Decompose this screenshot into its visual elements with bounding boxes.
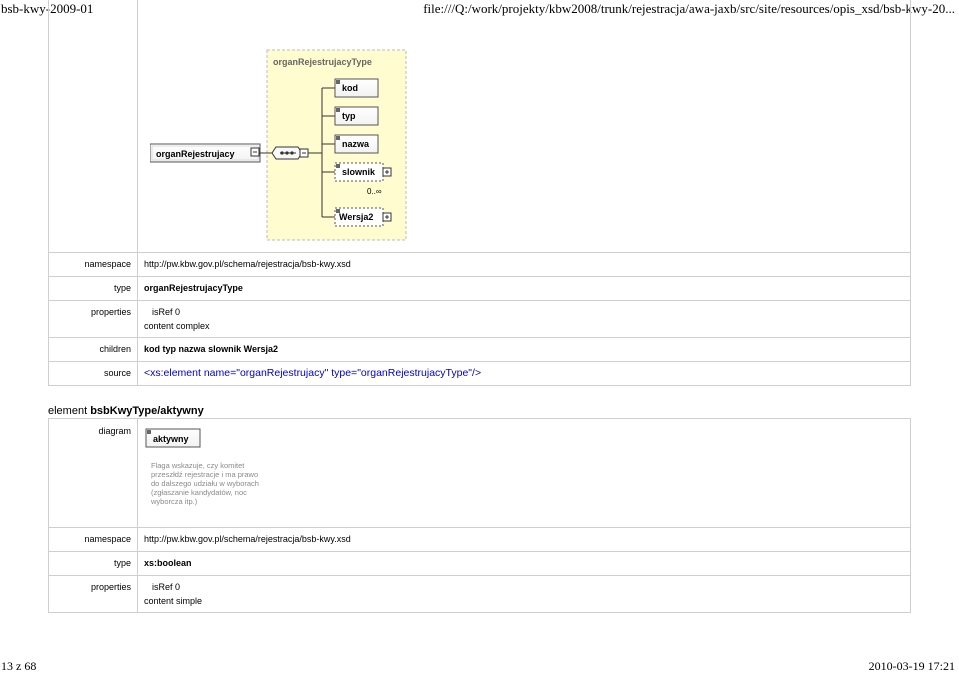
annotation-text: Flaga wskazuje, czy komitet przeszłdź re… (151, 461, 259, 506)
source-label: source (48, 361, 138, 386)
schema-diagram: organRejestrujacyType organRejestrujacy (150, 49, 407, 241)
child-typ-box (334, 106, 379, 126)
namespace-label: namespace (48, 527, 138, 552)
source-row: source <xs:element name="organRejestruja… (48, 361, 911, 386)
namespace-value: http://pw.kbw.gov.pl/schema/rejestracja/… (137, 527, 911, 552)
properties-label: properties (48, 575, 138, 613)
type-label: type (48, 276, 138, 301)
diagram-row: organRejestrujacyType organRejestrujacy (48, 0, 911, 253)
children-label: children (48, 337, 138, 362)
source-code: <xs:element name="organRejestrujacy" typ… (137, 361, 911, 386)
child-link-typ[interactable]: typ (162, 344, 177, 354)
child-kod-box (334, 78, 379, 98)
property-content: content complex (144, 321, 210, 331)
child-slownik-label: slownik (342, 167, 376, 177)
child-link-slownik[interactable]: slownik (208, 344, 242, 354)
namespace-row: namespace http://pw.kbw.gov.pl/schema/re… (48, 252, 911, 277)
root-element-label: organRejestrujacy (156, 149, 235, 159)
element-aktywny-label: aktywny (153, 434, 189, 444)
diagram-row: diagram aktywny Flaga wskazuje, czy komi… (48, 418, 911, 528)
child-nazwa-label: nazwa (342, 139, 370, 149)
type-label: type (48, 551, 138, 576)
type-row: type xs:boolean (48, 551, 911, 576)
property-isref: isRef 0 (152, 307, 181, 317)
properties-row: properties isRef 0 content simple (48, 575, 911, 613)
element-diagram: aktywny (145, 428, 201, 448)
print-footer: 13 z 68 2010-03-19 17:21 (0, 658, 959, 676)
namespace-value: http://pw.kbw.gov.pl/schema/rejestracja/… (137, 252, 911, 277)
namespace-label: namespace (48, 252, 138, 277)
element-heading: element bsbKwyType/aktywny (48, 405, 204, 417)
child-link-kod[interactable]: kod (144, 344, 161, 354)
child-link-wersja2[interactable]: Wersja2 (243, 344, 278, 354)
properties-label: properties (48, 300, 138, 338)
diagram-cell: organRejestrujacyType organRejestrujacy (137, 0, 911, 253)
slownik-occurs: 0..∞ (367, 187, 382, 196)
child-kod-label: kod (342, 83, 358, 93)
child-link-nazwa[interactable]: nazwa (178, 344, 206, 354)
element-heading-name: bsbKwyType/aktywny (90, 405, 204, 417)
children-row: children kod typ nazwa slownik Wersja2 (48, 337, 911, 362)
property-content: content simple (144, 596, 203, 606)
element-heading-prefix: element (48, 405, 88, 417)
child-typ-label: typ (342, 111, 356, 121)
page-number: 13 z 68 (1, 659, 37, 673)
complex-type-label: organRejestrujacyType (273, 57, 372, 67)
type-link[interactable]: organRejestrujacyType (144, 283, 243, 293)
child-nazwa-box (334, 134, 379, 154)
element-table-aktywny: diagram aktywny Flaga wskazuje, czy komi… (48, 418, 911, 613)
properties-row: properties isRef 0 content complex (48, 300, 911, 338)
property-isref: isRef 0 (152, 582, 181, 592)
type-row: type organRejestrujacyType (48, 276, 911, 301)
child-wersja2-label: Wersja2 (339, 212, 373, 222)
namespace-row: namespace http://pw.kbw.gov.pl/schema/re… (48, 527, 911, 552)
diagram-label: diagram (48, 418, 138, 528)
element-table-organ: organRejestrujacyType organRejestrujacy (48, 0, 911, 386)
element-aktywny-box (145, 428, 201, 448)
type-value: xs:boolean (137, 551, 911, 576)
diagram-cell: aktywny Flaga wskazuje, czy komitet prze… (137, 418, 911, 528)
print-datetime: 2010-03-19 17:21 (868, 659, 955, 673)
